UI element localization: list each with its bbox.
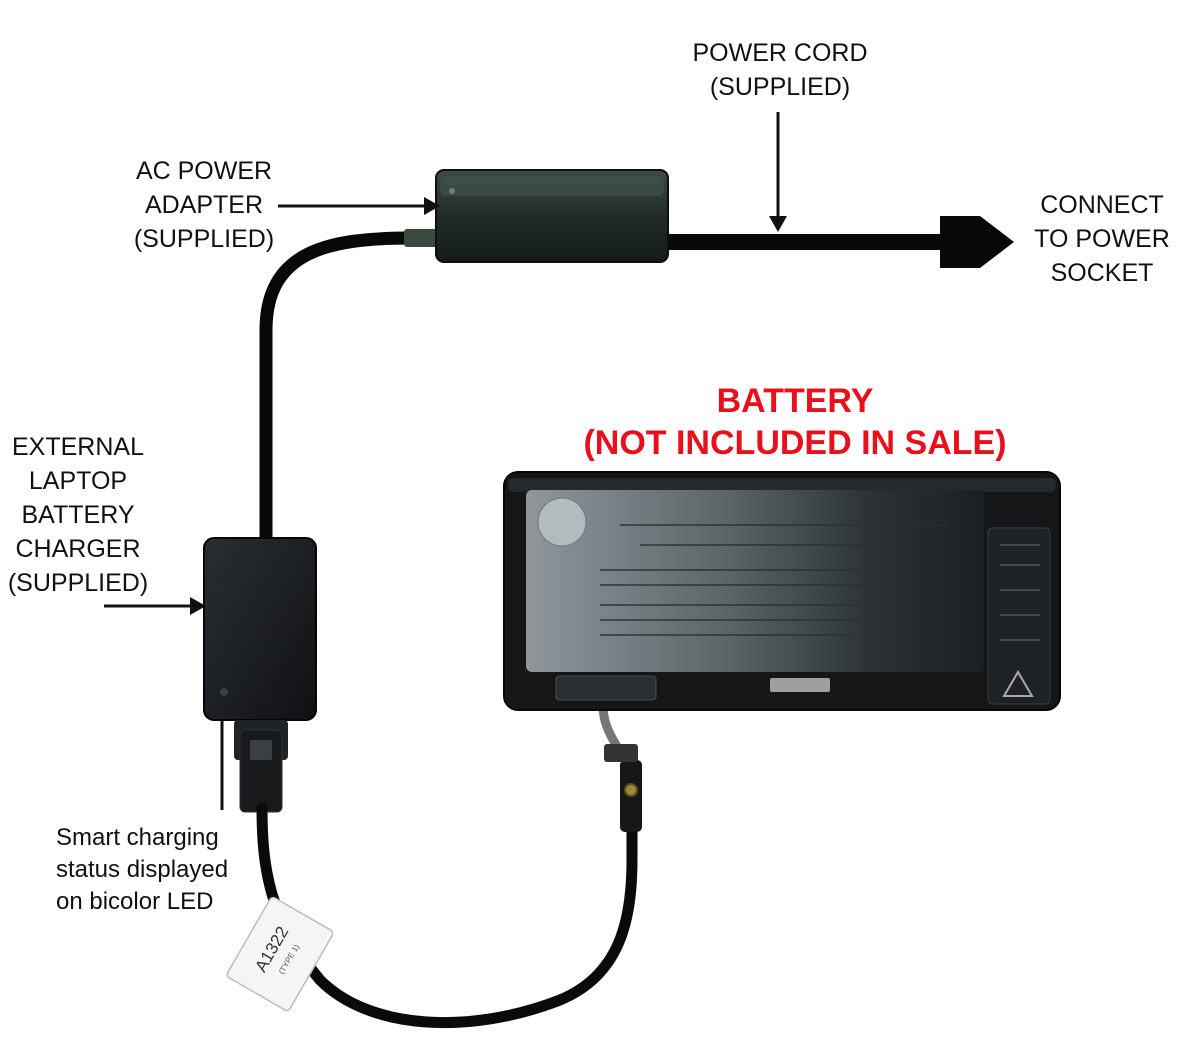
battery-label-panel [526,490,984,672]
battery-connector [555,675,657,701]
label-arrows [104,112,787,810]
battery-cable [256,802,638,1029]
plug-screw [624,783,638,797]
dc-cable [259,231,419,547]
battery-line-1: BATTERY [716,382,874,420]
battery-label: BATTERY (NOT INCLUDED IN SALE) [540,380,1050,464]
cable-tag: A1322 (TYPE 1) [226,896,334,1012]
ac-adapter-line-2: ADAPTER [144,191,264,219]
power-cord-label: POWER CORD (SUPPLIED) [660,36,900,104]
battery-fine-print [600,524,950,636]
smart-line-3: on bicolor LED [56,888,214,915]
power-cord [668,234,950,250]
bicolor-led [220,688,228,696]
charger-line-4: CHARGER [15,535,141,563]
connect-socket-line-3: SOCKET [1050,259,1154,287]
external-charger [203,537,317,813]
ac-adapter-line-1: AC POWER [135,157,273,185]
battery-side-panel [987,527,1051,705]
power-cord-line-1: POWER CORD [692,39,868,67]
connect-socket-line-1: CONNECT [1040,191,1164,219]
battery-circle-mark [537,497,587,547]
ac-adapter-label: AC POWER ADAPTER (SUPPLIED) [104,154,304,256]
connect-socket-line-2: TO POWER [1034,225,1170,253]
smart-charging-label: Smart charging status displayed on bicol… [56,822,256,918]
battery [503,471,1061,711]
power-cord-line-2: (SUPPLIED) [709,73,851,101]
connect-socket-label: CONNECT TO POWER SOCKET [1016,188,1188,290]
adapter-led [449,188,455,194]
ac-adapter-line-3: (SUPPLIED) [133,225,275,253]
charger-line-1: EXTERNAL [12,433,144,461]
smart-line-1: Smart charging [56,824,219,851]
warning-icon [1002,670,1034,697]
charger-label: EXTERNAL LAPTOP BATTERY CHARGER (SUPPLIE… [0,430,156,600]
cable-strain-relief [404,229,438,247]
ac-adapter [435,169,669,263]
charger-line-2: LAPTOP [28,467,128,495]
charger-line-5: (SUPPLIED) [7,569,149,597]
power-cord-arrowhead [940,216,1014,268]
battery-line-2: (NOT INCLUDED IN SALE) [583,424,1007,462]
smart-line-2: status displayed [56,856,229,883]
charger-line-3: BATTERY [21,501,135,529]
